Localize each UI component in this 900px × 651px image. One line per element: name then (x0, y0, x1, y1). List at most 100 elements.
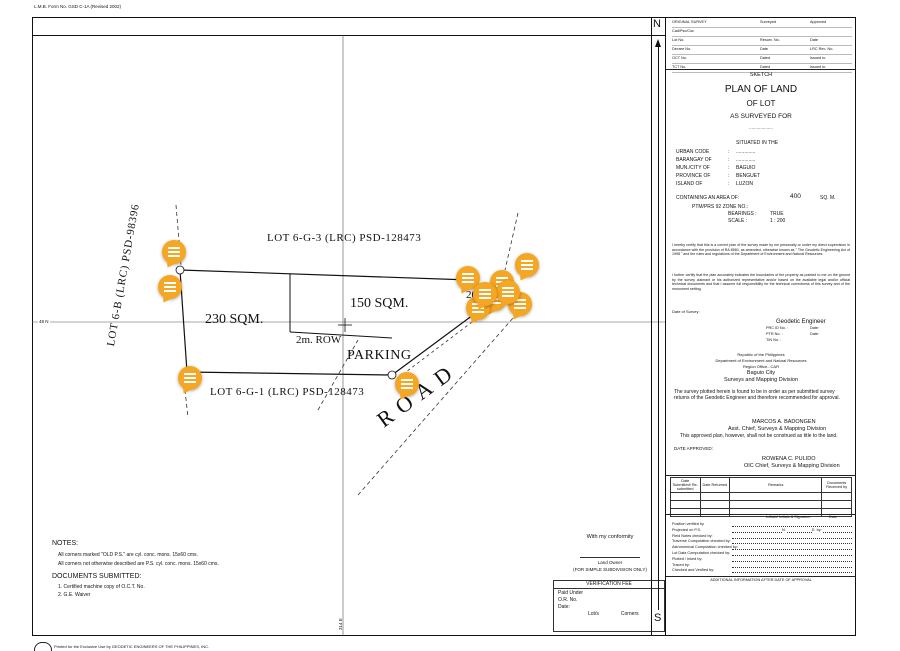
check-label: Traverse Computation checked by: (672, 539, 731, 544)
row-line (289, 331, 393, 339)
projection-e: E. by: (812, 527, 822, 533)
record-field: Cad/Psc/Csc (672, 29, 694, 33)
chief-title: OIC Chief, Surveys & Mapping Division (744, 463, 840, 469)
track-header: Date Submitted/ Re-submitted (670, 477, 701, 493)
check-label: Position verified by (672, 522, 704, 526)
adjoining-boundary (184, 389, 189, 419)
divider (666, 576, 856, 577)
track-cell (699, 500, 731, 509)
track-cell (821, 492, 852, 501)
ge-field: PTR No. : (766, 332, 783, 336)
documents-title: DOCUMENTS SUBMITTED: (52, 573, 142, 580)
road-edge-right (357, 309, 521, 496)
corner-marker (175, 265, 185, 275)
documents-line: 2. G.E. Waiver (58, 592, 91, 598)
ge-fields: PRC ID No. :Date:PTR No. :Date:TIN No. : (766, 326, 846, 344)
location-row: ISLAND OF:LUZON (676, 181, 846, 189)
record-field: LRC Rec. No. (810, 47, 834, 51)
record-field: Dated (760, 65, 771, 69)
track-cell (699, 508, 731, 517)
documents-line: 1. Certified machine copy of O.C.T. No. (58, 584, 145, 590)
record-field: Issued to (810, 65, 826, 69)
location-key: ISLAND OF (676, 181, 703, 187)
comment-pin[interactable] (162, 240, 186, 264)
sketch-label: SKETCH (749, 72, 773, 78)
verification-date: Date: (558, 604, 570, 610)
ge-date: Date: (810, 326, 820, 330)
projection-n: N. (782, 527, 786, 533)
denr: Department of Environment and Natural Re… (715, 358, 807, 363)
verification-box: VERIFICATION FEE Paid Under O.R. No. Dat… (553, 580, 665, 632)
record-row: Cad/Psc/Csc (672, 28, 852, 37)
check-row: Position verified by (672, 522, 852, 528)
plan-of-land: PLAN OF LAND (724, 84, 798, 95)
record-field: Date (760, 47, 769, 51)
check-label: Astronomical Computation checked by: (672, 545, 738, 550)
check-line (732, 531, 852, 533)
ge-field-row: PRC ID No. :Date: (766, 326, 846, 332)
approval-text: The survey plotted herein is found to be… (674, 389, 840, 401)
ge-title: Geodetic Engineer (776, 319, 826, 325)
comment-pin[interactable] (158, 275, 182, 299)
road-edge-inner (397, 315, 481, 379)
check-line (732, 526, 852, 527)
record-field: Dated (760, 56, 771, 60)
location-value: BENGUET (736, 173, 761, 179)
situated-label: SITUATED IN THE (736, 140, 779, 146)
check-label: Traced by: (672, 562, 690, 567)
notes-line: All corners marked "OLD P.S." are cyl. c… (58, 552, 198, 558)
check-row: Traced by: (672, 563, 852, 569)
approved-text: This approved plan, however, shall not b… (680, 433, 838, 439)
check-label: Projected on P.S. (672, 527, 702, 532)
track-header: Date Returned (699, 477, 731, 493)
track-cell (670, 492, 701, 501)
chief-name: ROWENA C. PULIDO (762, 456, 816, 462)
track-cell (729, 500, 823, 509)
check-line (732, 543, 852, 545)
check-line (732, 566, 852, 568)
ge-field-row: TIN No. : (766, 338, 846, 344)
initials-date-header: Date (829, 515, 838, 519)
location-colon: : (728, 181, 730, 187)
lot-boundary (179, 269, 502, 376)
location-value: .............. (736, 149, 756, 155)
track-cell (821, 508, 852, 517)
asst-title: Asst. Chief, Surveys & Mapping Division (728, 426, 827, 432)
north-arrow-head (655, 39, 661, 47)
divider (666, 69, 856, 70)
city: Baguio City (746, 370, 776, 376)
comment-pin[interactable] (515, 253, 539, 277)
date-approved: DATE APPROVED: (674, 446, 713, 451)
divider (666, 475, 856, 476)
record-row: Lot No.Resurv. No.Date (672, 37, 852, 46)
ptm-label: PTM/PRS 92 ZONE NO.: (692, 204, 749, 210)
comment-pin[interactable] (496, 280, 520, 304)
ge-field-row: PTR No. :Date: (766, 332, 846, 338)
location-colon: : (728, 149, 730, 155)
check-line (732, 572, 852, 574)
area-mid: 150 SQM. (350, 296, 409, 311)
check-row: Astronomical Computation checked by: (672, 545, 852, 551)
initials-header: Initials/ Initials & Signature (766, 515, 811, 519)
location-key: BARANGAY OF (676, 157, 712, 163)
record-field: Issued to (810, 56, 826, 60)
date-of-survey: Date of Survey: (672, 309, 700, 314)
land-owner: Land Owner (597, 560, 623, 565)
comment-pin[interactable] (473, 282, 497, 306)
check-line (732, 554, 852, 556)
certification-2: I further certify that the plan accurate… (672, 273, 850, 291)
comment-pin[interactable] (178, 366, 202, 390)
check-row: Field Notes checked by: (672, 534, 852, 540)
form-number: L.M.B. Form No. GSD C-1A (Revised 2002) (34, 4, 122, 9)
record-field: OCT No. (672, 56, 687, 60)
scale-value: 1 : 200 (770, 218, 786, 224)
signature-line (580, 557, 640, 558)
track-header: Documents Received by (821, 477, 852, 493)
compass-s: S (654, 612, 662, 624)
track-header: Remarks (729, 477, 823, 493)
comment-pin[interactable] (395, 372, 419, 396)
